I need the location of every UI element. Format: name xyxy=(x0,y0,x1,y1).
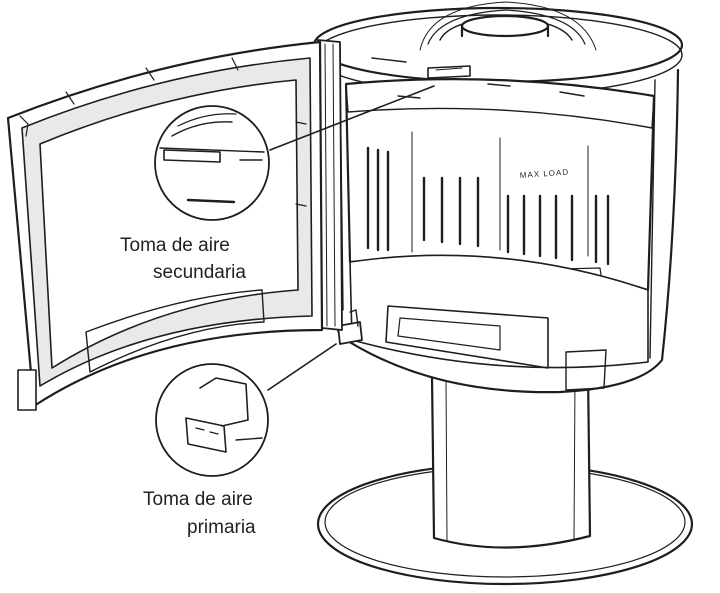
secondary-air-label-line1: Toma de aire xyxy=(120,235,230,256)
stove-label: MAX LOAD xyxy=(520,168,570,180)
pedestal-column xyxy=(430,370,592,549)
primary-air-lever xyxy=(337,309,363,345)
hinge-post xyxy=(317,39,343,331)
firebox xyxy=(344,78,656,391)
primary-air-magnifier xyxy=(155,343,337,477)
primary-air-label-line1: Toma de aire xyxy=(143,489,253,510)
open-door xyxy=(6,40,324,411)
secondary-air-magnifier xyxy=(154,85,435,221)
primary-air-label-line2: primaria xyxy=(187,517,256,538)
secondary-air-label-line2: secundaria xyxy=(153,262,246,283)
secondary-air-slider xyxy=(371,57,585,99)
